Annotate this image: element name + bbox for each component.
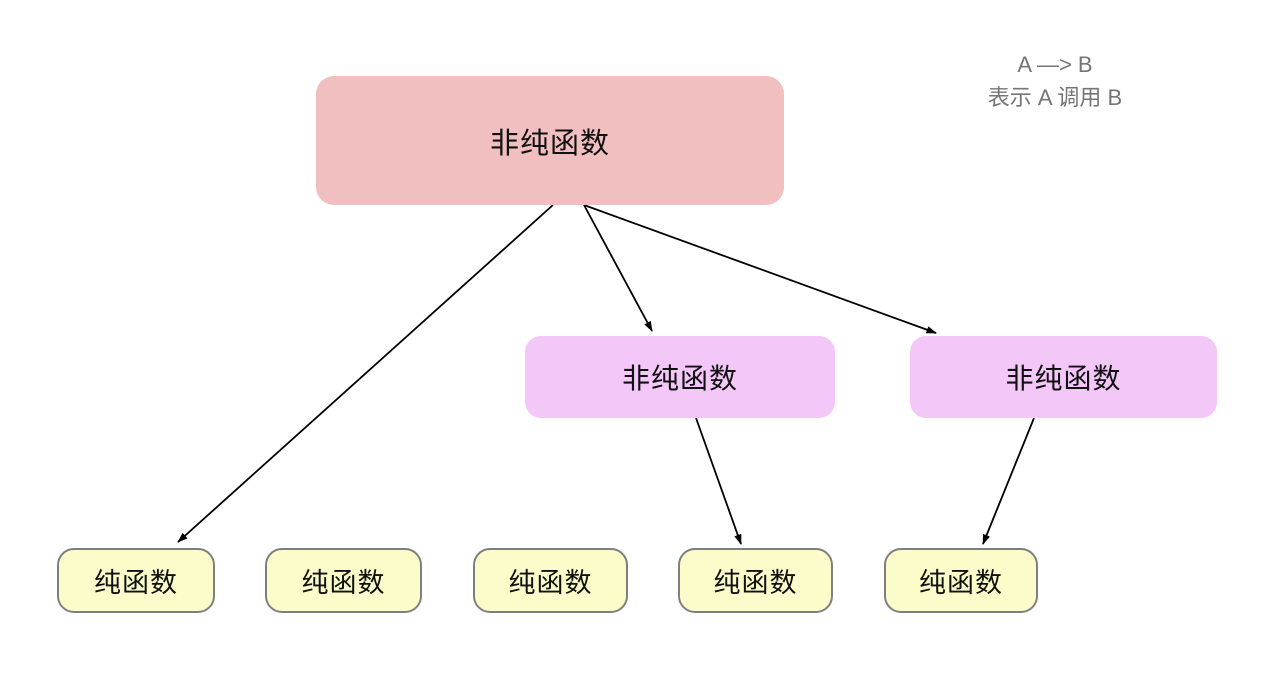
node-pure-function-1[interactable]: 纯函数 [57,548,215,613]
arrow-impure-mid-to-pure4 [695,417,742,545]
node-impure-function-root[interactable]: 非纯函数 [316,76,784,205]
arrow-impure-right-to-pure5 [982,417,1035,545]
node-label: 纯函数 [94,568,178,598]
node-label: 非纯函数 [1005,363,1122,394]
node-pure-function-5[interactable]: 纯函数 [884,548,1038,613]
node-pure-function-2[interactable]: 纯函数 [265,548,422,613]
arrow-root-to-impure-right [583,204,937,334]
node-label: 纯函数 [301,568,386,598]
legend: A —> B 表示 A 调用 B [940,48,1170,114]
node-impure-function-mid[interactable]: 非纯函数 [525,336,835,418]
node-label: 纯函数 [508,568,593,598]
node-impure-function-right[interactable]: 非纯函数 [910,336,1217,418]
arrow-root-to-impure-mid [583,204,653,332]
legend-explanation: 表示 A 调用 B [987,85,1123,110]
node-label: 纯函数 [919,568,1003,598]
node-label: 非纯函数 [489,127,610,160]
node-pure-function-4[interactable]: 纯函数 [678,548,833,613]
legend-notation: A —> B [1017,52,1093,77]
arrow-root-to-pure1 [177,204,554,543]
node-label: 纯函数 [713,568,798,598]
node-label: 非纯函数 [621,363,738,394]
node-pure-function-3[interactable]: 纯函数 [473,548,628,613]
